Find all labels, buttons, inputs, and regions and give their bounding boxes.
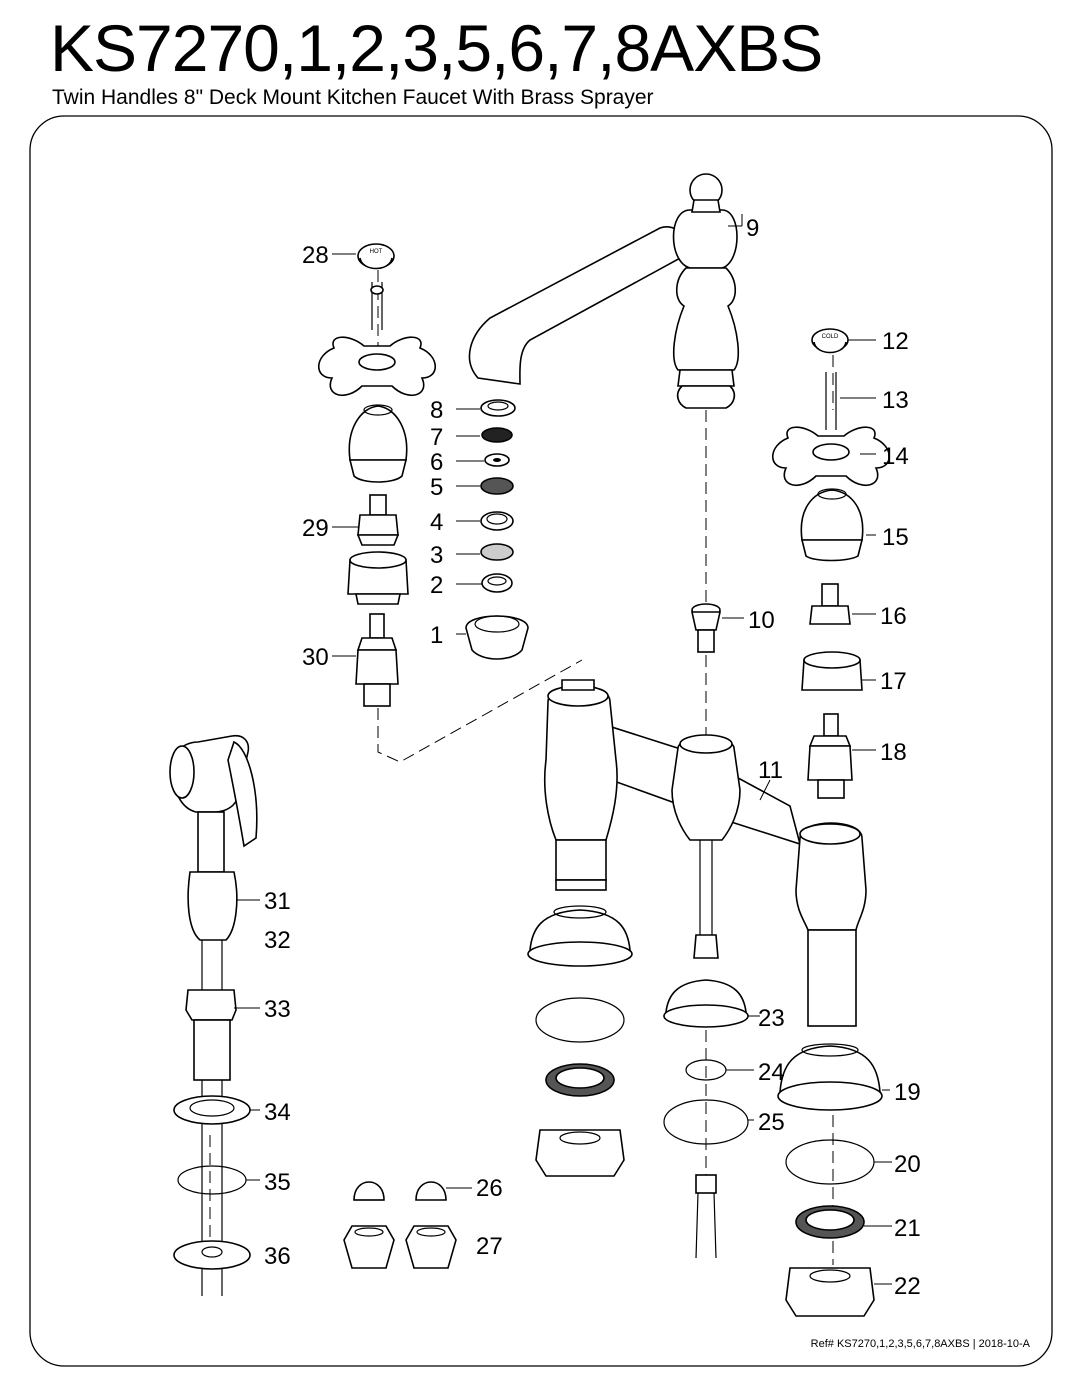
part-label-15: 15 (882, 524, 909, 551)
part-label-33: 33 (264, 996, 291, 1023)
part-label-4: 4 (430, 509, 443, 536)
part-label-3: 3 (430, 542, 443, 569)
cold-valve-assembly (771, 328, 891, 799)
part-label-32: 32 (264, 927, 291, 954)
spout-assembly (468, 173, 740, 409)
part-label-1: 1 (430, 622, 443, 649)
part-label-17: 17 (880, 668, 907, 695)
sprayer-assembly (169, 734, 258, 1296)
part-label-24: 24 (758, 1059, 785, 1086)
part-label-2: 2 (430, 572, 443, 599)
page-subtitle: Twin Handles 8" Deck Mount Kitchen Fauce… (52, 86, 654, 109)
spout-adapter (691, 603, 721, 653)
part-label-29: 29 (302, 515, 329, 542)
part-label-11: 11 (758, 757, 783, 784)
part-label-27: 27 (476, 1233, 503, 1260)
right-deck-parts (777, 1043, 883, 1317)
part-label-19: 19 (894, 1079, 921, 1106)
part-number-labels: 8 7 6 5 4 3 2 1 9 10 11 12 13 14 15 16 1… (264, 215, 921, 1300)
part-label-14: 14 (882, 443, 909, 470)
part-label-9: 9 (746, 215, 759, 242)
part-label-8: 8 (430, 397, 443, 424)
part-label-16: 16 (880, 603, 907, 630)
part-label-20: 20 (894, 1151, 921, 1178)
bridge-body (543, 679, 867, 1027)
diagram-frame (29, 115, 1053, 1367)
part-label-25: 25 (758, 1109, 785, 1136)
part-label-22: 22 (894, 1273, 921, 1300)
part-label-21: 21 (894, 1215, 921, 1242)
part-label-13: 13 (882, 387, 909, 414)
axis-line (377, 659, 583, 763)
part-label-7: 7 (430, 424, 443, 451)
left-deck-parts (527, 905, 633, 1177)
part-label-23: 23 (758, 1005, 785, 1032)
aerator-stack (465, 399, 529, 660)
cold-cap-text: COLD (822, 334, 839, 340)
hot-cap-text: HOT (370, 249, 383, 255)
part-label-34: 34 (264, 1099, 291, 1126)
page-title: KS7270,1,2,3,5,6,7,8AXBS (50, 11, 823, 85)
part-label-10: 10 (748, 607, 775, 634)
part-label-28: 28 (302, 242, 329, 269)
part-label-18: 18 (880, 739, 907, 766)
part-label-36: 36 (264, 1243, 291, 1270)
center-deck-parts (663, 979, 749, 1259)
part-label-30: 30 (302, 644, 329, 671)
part-label-5: 5 (430, 474, 443, 501)
part-label-31: 31 (264, 888, 291, 915)
part-label-12: 12 (882, 328, 909, 355)
part-label-35: 35 (264, 1169, 291, 1196)
leader-lines (234, 214, 892, 1285)
part-label-6: 6 (430, 449, 443, 476)
part-label-26: 26 (476, 1175, 503, 1202)
hot-valve-assembly (317, 243, 437, 707)
reference-footer: Ref# KS7270,1,2,3,5,6,7,8AXBS | 2018-10-… (810, 1338, 1030, 1350)
nuts-and-sleeves (343, 1181, 457, 1269)
